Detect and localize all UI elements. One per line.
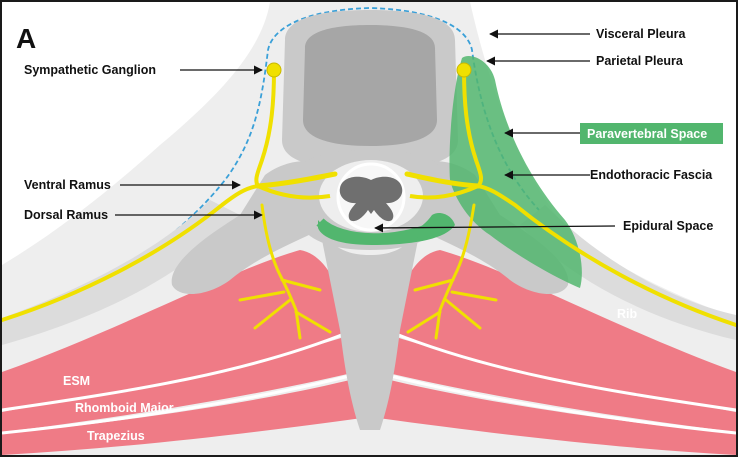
label-arrows	[115, 29, 616, 233]
left-trapezius	[2, 378, 362, 455]
right-dorsal-ramus	[406, 203, 498, 340]
epidural-space-label: Epidural Space	[623, 219, 713, 233]
paravertebral-space-label-box	[580, 123, 723, 144]
parietal-pleura-label: Parietal Pleura	[596, 54, 684, 68]
vertebral-body-center	[303, 25, 437, 146]
left-dorsal-ramus	[238, 203, 332, 340]
right-intercostal-nerve	[476, 184, 738, 327]
right-lung	[470, 2, 736, 318]
grey-matter	[339, 176, 403, 222]
left-sympathetic-ganglion	[266, 62, 282, 78]
right-esm	[392, 250, 736, 410]
left-sympathetic-chain	[254, 68, 276, 188]
left-lung	[2, 2, 270, 265]
rib-label: Rib	[617, 307, 638, 321]
dorsal-ramus-label: Dorsal Ramus	[24, 208, 108, 222]
panel-label: A	[16, 23, 36, 54]
endothoracic-fascia-label: Endothoracic Fascia	[590, 168, 713, 182]
left-esm	[2, 250, 348, 410]
right-muscle-group	[378, 250, 737, 455]
left-ventral-ramus	[255, 171, 338, 189]
sympathetic-ganglion-label: Sympathetic Ganglion	[24, 63, 156, 77]
esm-label: ESM	[63, 374, 90, 388]
left-intercostal-nerve	[0, 184, 260, 322]
rhomboid-major-label: Rhomboid Major	[75, 401, 174, 415]
right-sympathetic-ganglion	[456, 62, 472, 78]
trapezius-label: Trapezius	[87, 429, 145, 443]
right-trapezius	[378, 378, 736, 455]
right-sympathetic-chain	[462, 68, 484, 188]
nerves	[0, 68, 738, 340]
epidural-space-region	[318, 213, 455, 245]
spinous-process	[320, 230, 420, 430]
paravertebral-space-label: Paravertebral Space	[587, 127, 707, 141]
left-muscle-group	[1, 250, 362, 455]
visceral-pleura-label: Visceral Pleura	[596, 27, 686, 41]
ventral-ramus-label: Ventral Ramus	[24, 178, 111, 192]
right-ventral-ramus	[404, 171, 481, 189]
